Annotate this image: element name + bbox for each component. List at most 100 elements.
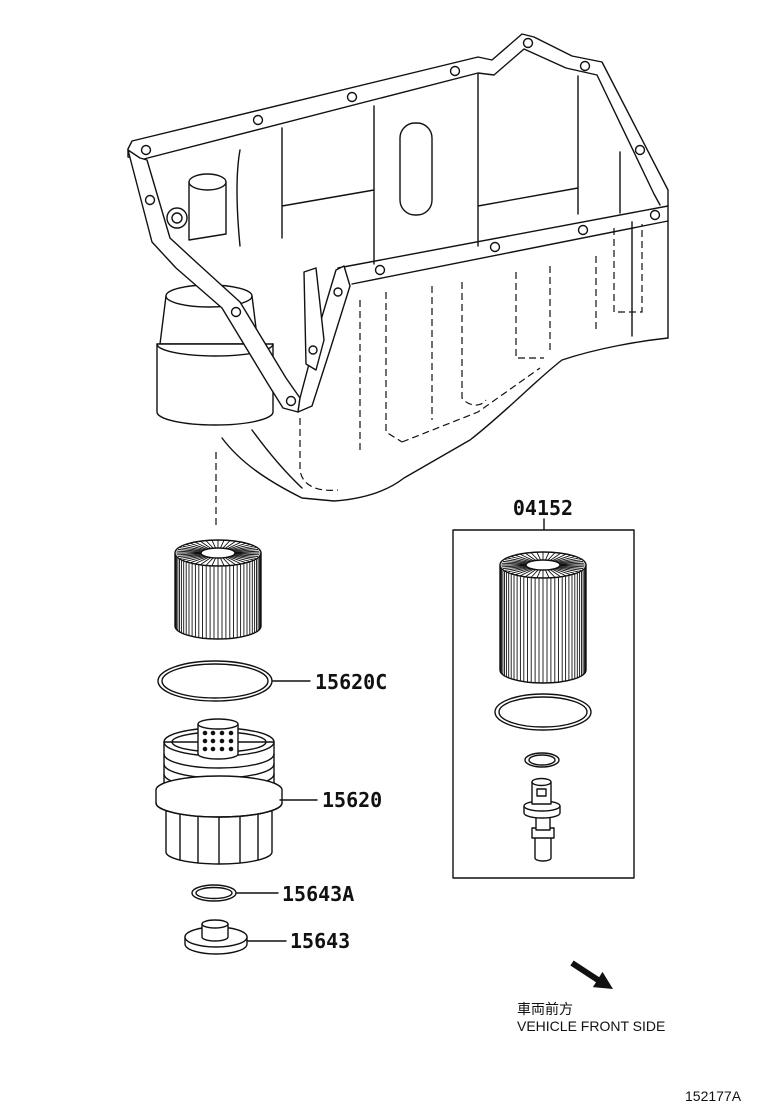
top-pleat-line xyxy=(505,559,528,564)
top-pleat-line xyxy=(507,567,530,573)
top-pleat-line xyxy=(520,568,535,576)
top-pleat-line xyxy=(230,544,250,551)
top-pleat-line xyxy=(515,555,533,562)
o-ring-small xyxy=(191,884,237,902)
pan-inner-ledge xyxy=(281,189,375,207)
o-ring-inner xyxy=(195,886,233,900)
top-pleat-line xyxy=(233,554,256,559)
top-pleat-line xyxy=(234,550,260,553)
perforation-hole xyxy=(210,730,216,736)
element-pleats xyxy=(499,566,587,684)
top-pleat-line xyxy=(200,557,212,565)
top-pleat-line xyxy=(230,555,250,562)
bolt-holes xyxy=(140,37,661,407)
perforation-hole xyxy=(210,738,216,744)
top-pleat-line xyxy=(536,552,542,561)
top-pleat-line xyxy=(190,556,208,563)
fitting-head-top xyxy=(531,777,552,787)
bolt-hole xyxy=(333,287,343,297)
bolt-hole xyxy=(140,144,152,156)
fitting-lower-tube xyxy=(534,835,552,862)
top-pleat-line xyxy=(544,552,550,561)
top-pleat-line xyxy=(182,555,205,561)
bolt-hole xyxy=(144,194,156,206)
bolt-hole xyxy=(522,37,534,49)
top-pleat-line xyxy=(228,556,246,563)
perforation-hole xyxy=(228,738,234,744)
o-ring-inner xyxy=(498,696,588,728)
oil-pan-hidden-lines xyxy=(299,224,643,491)
bolt-hole xyxy=(649,209,661,221)
top-pleat-line xyxy=(501,565,527,568)
kit-o-ring-large xyxy=(494,693,592,731)
perforation-hole xyxy=(228,730,234,736)
top-pleat-line xyxy=(507,557,530,563)
top-pleat-line xyxy=(511,567,531,574)
plug-boss-top xyxy=(201,919,229,929)
top-pleat-line xyxy=(176,553,202,556)
top-pleat-line xyxy=(559,565,585,568)
bolt-hole xyxy=(634,144,646,156)
spout-boss xyxy=(166,207,188,229)
bolt-hole xyxy=(308,345,318,355)
top-pleat-line xyxy=(530,552,539,561)
housing-to-pan-contour xyxy=(251,429,303,489)
bolt-hole xyxy=(579,60,591,72)
top-pleat-line xyxy=(501,562,527,565)
top-pleat-line xyxy=(559,562,585,565)
part-number-label: 15643A xyxy=(282,882,354,906)
bolt-hole xyxy=(285,395,297,407)
top-pleat-line xyxy=(555,556,575,563)
hidden-line xyxy=(385,292,403,443)
perforation-hole xyxy=(202,730,208,736)
top-pleat-line xyxy=(176,550,202,553)
figure-id: 152177A xyxy=(685,1088,742,1104)
top-pleat-line xyxy=(226,556,241,564)
top-pleat-line xyxy=(555,567,575,574)
top-pleat-line xyxy=(558,561,584,565)
top-pleat-line xyxy=(186,555,206,562)
top-pleat-line xyxy=(228,543,246,550)
top-pleat-line xyxy=(219,557,225,566)
top-pleat-line xyxy=(233,547,256,552)
top-pleat-line xyxy=(556,567,579,573)
pan-inner-ledge xyxy=(477,187,579,207)
o-ring-inner xyxy=(161,663,269,699)
part-number-label: 15620C xyxy=(315,670,387,694)
top-pleat-line xyxy=(234,553,260,556)
kit-part-number: 04152 xyxy=(513,496,573,520)
cap-flange xyxy=(155,775,283,818)
top-pleat-line xyxy=(200,541,212,549)
perforation-hole xyxy=(210,746,216,752)
hidden-line xyxy=(461,282,487,406)
pan-front-flange-lower xyxy=(351,220,669,285)
top-pleat-line xyxy=(520,554,535,562)
bolt-hole xyxy=(230,306,242,318)
top-pleat-line xyxy=(525,569,537,577)
part-number-label: 15620 xyxy=(322,788,382,812)
top-pleat-line xyxy=(558,559,581,564)
o-ring-outer xyxy=(191,884,237,902)
fitting-cross-hole xyxy=(536,788,547,797)
top-pleat-line xyxy=(182,545,205,551)
top-pleat-line xyxy=(556,557,579,563)
oil-spout xyxy=(166,173,227,241)
top-pleat-line xyxy=(231,555,254,561)
top-pleat-line xyxy=(549,569,561,577)
perforation-hole xyxy=(202,746,208,752)
top-pleat-line xyxy=(226,542,241,550)
top-pleat-line xyxy=(180,547,203,552)
top-pleat-line xyxy=(224,541,236,549)
top-pleat-line xyxy=(224,557,236,565)
perforation-hole xyxy=(219,746,225,752)
cap-center-tube xyxy=(197,723,239,760)
pan-top-flange-outer-edge xyxy=(127,33,669,207)
spout-boss-hole xyxy=(171,212,183,224)
arrow-down-right-icon xyxy=(570,960,613,989)
o-ring-outer xyxy=(494,693,592,731)
top-pleat-line xyxy=(231,545,254,551)
direction-label-jp: 車両前方 xyxy=(517,1001,573,1018)
top-pleat-line xyxy=(558,565,584,569)
part-number-label: 15643 xyxy=(290,929,350,953)
